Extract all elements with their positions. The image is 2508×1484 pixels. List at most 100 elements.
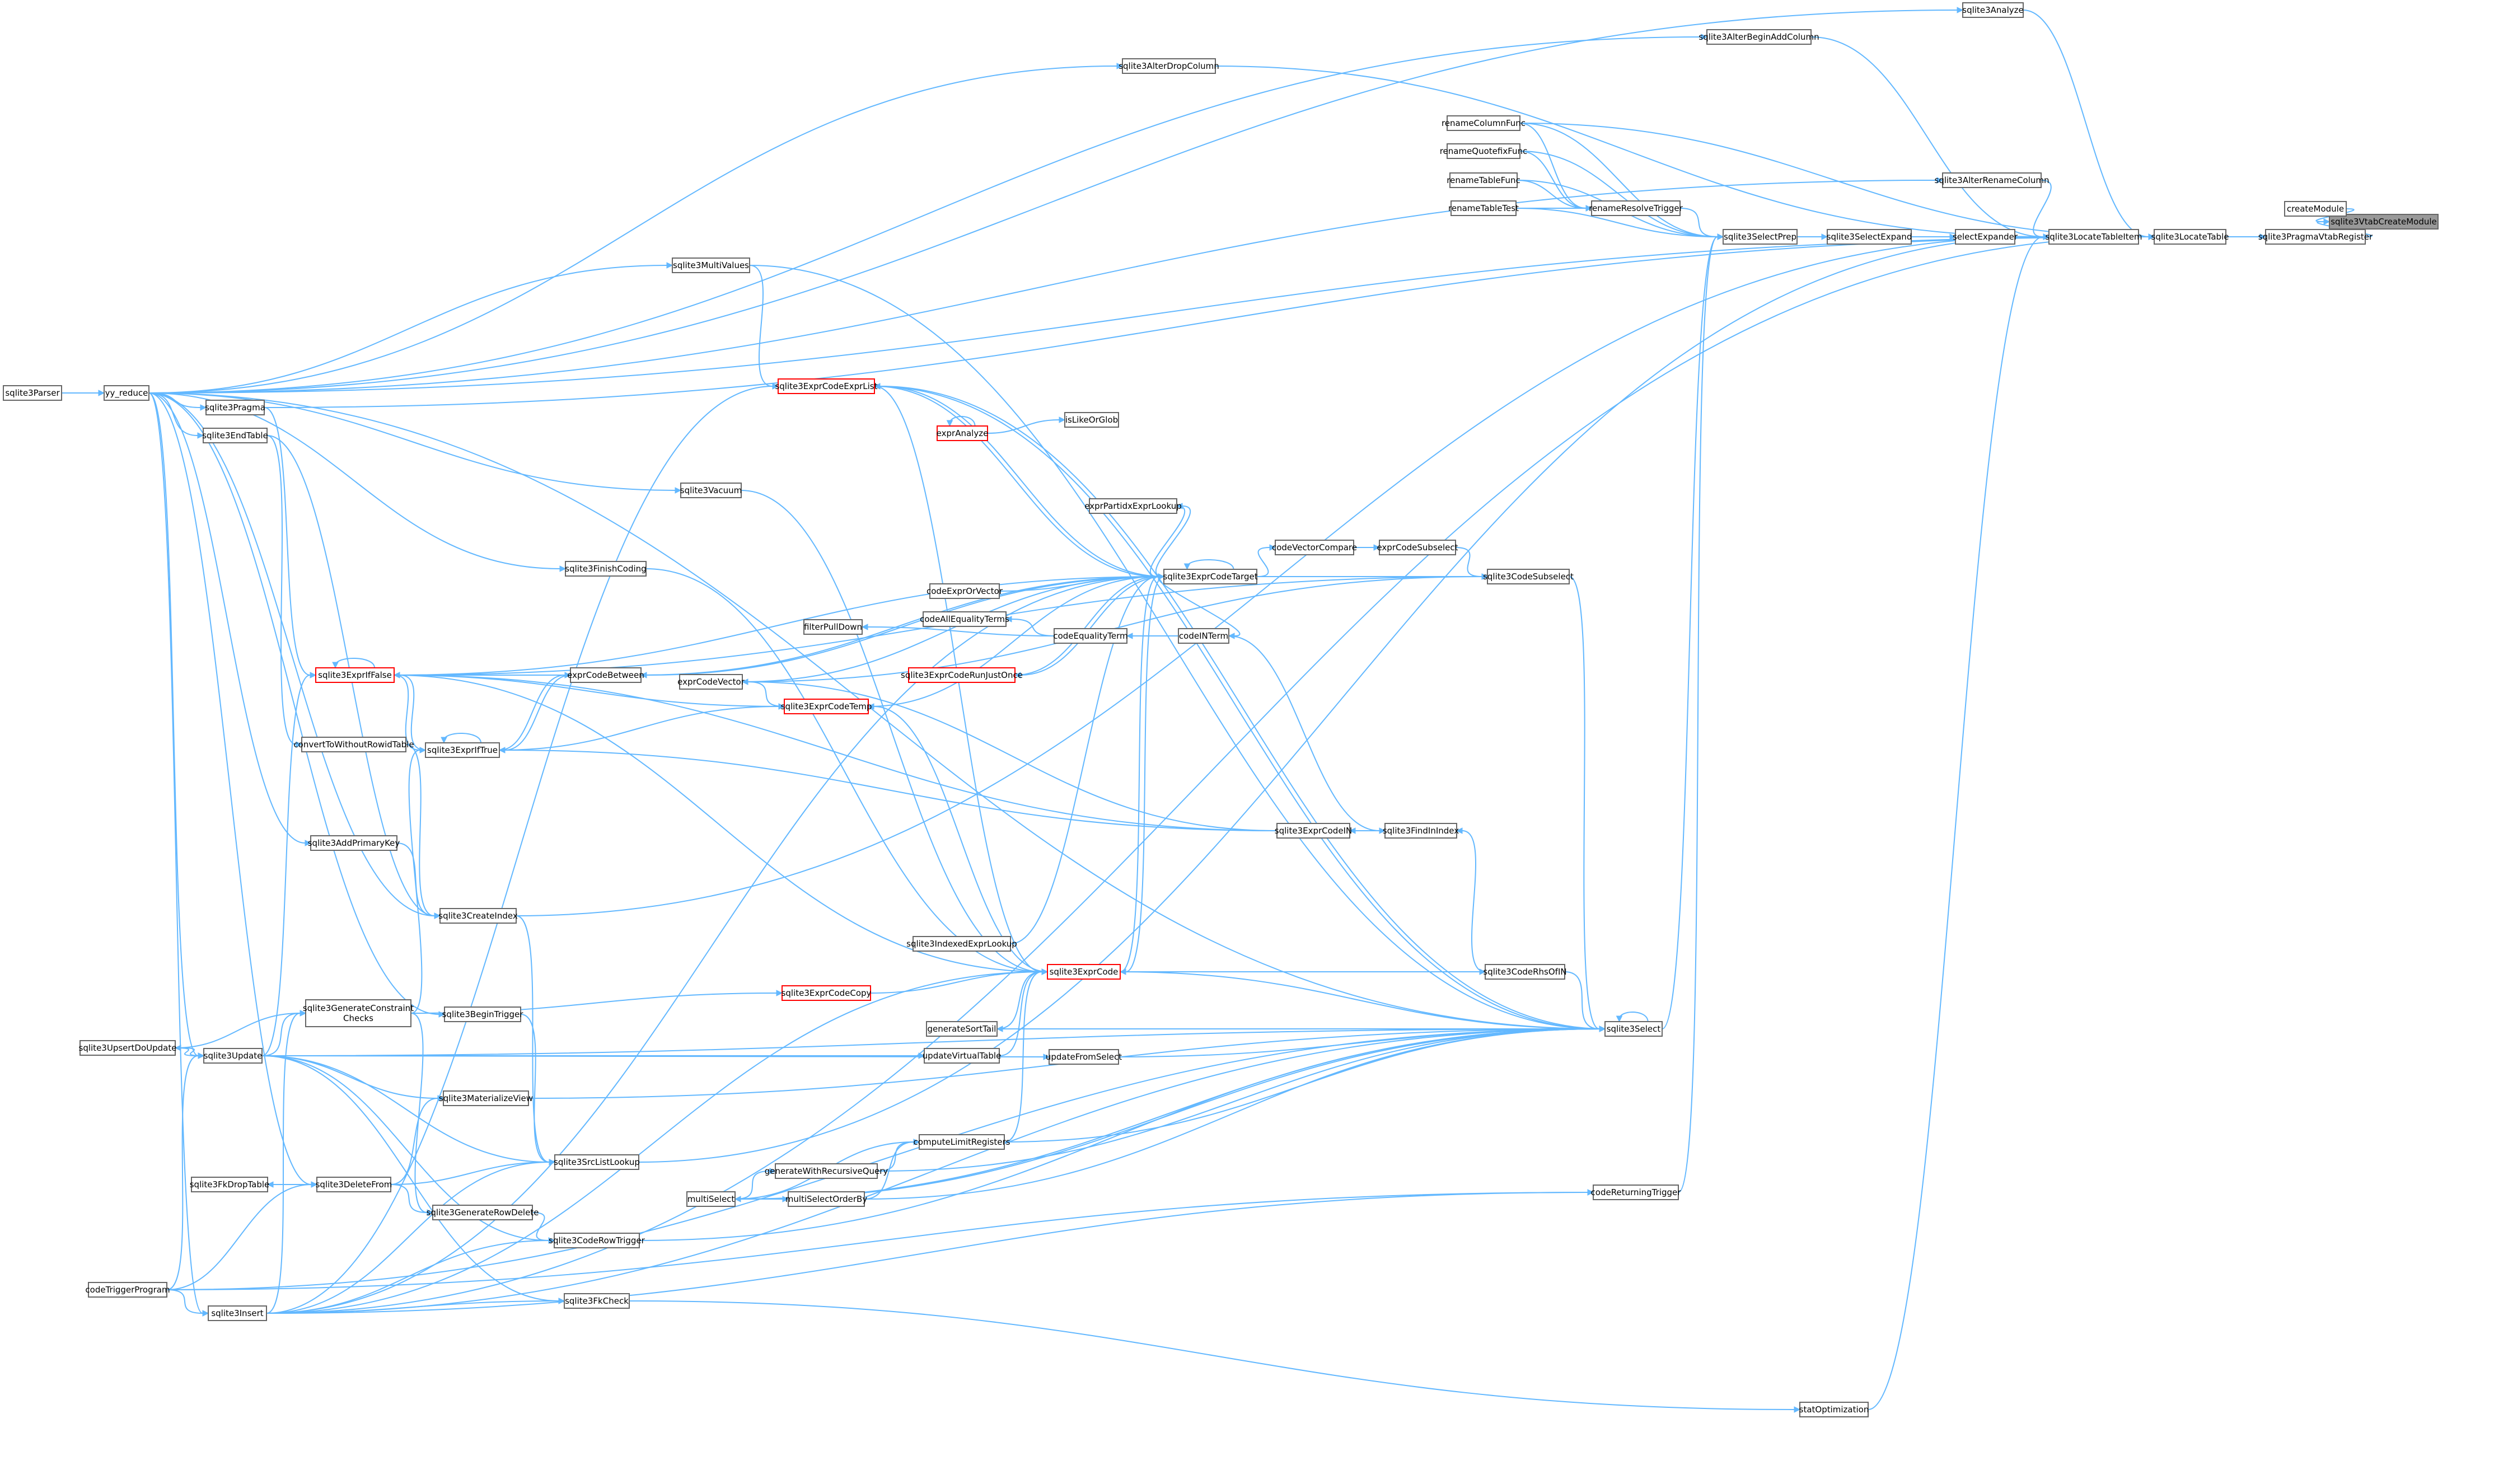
node-sqlite3BeginTrigger[interactable]: sqlite3BeginTrigger	[442, 1007, 524, 1022]
node-sqlite3ExprIfTrue[interactable]: sqlite3ExprIfTrue	[425, 742, 500, 758]
node-box[interactable]	[919, 1134, 1005, 1150]
node-box[interactable]	[443, 1090, 529, 1106]
node-box[interactable]	[439, 908, 517, 924]
node-box[interactable]	[104, 385, 149, 401]
node-sqlite3LocateTableItem[interactable]: sqlite3LocateTableItem	[2045, 229, 2142, 245]
node-box[interactable]	[1163, 569, 1257, 584]
node-box[interactable]	[301, 737, 406, 752]
node-sqlite3MaterializeView[interactable]: sqlite3MaterializeView	[439, 1090, 533, 1106]
node-yy_reduce[interactable]: yy_reduce	[104, 385, 149, 401]
node-codeTriggerProgram[interactable]: codeTriggerProgram	[85, 1282, 170, 1298]
node-box[interactable]	[782, 985, 871, 1001]
node-renameQuotefixFunc[interactable]: renameQuotefixFunc	[1440, 143, 1528, 159]
node-generateWithRecursiveQuery[interactable]: generateWithRecursiveQuery	[765, 1163, 888, 1179]
node-box[interactable]	[315, 667, 395, 683]
node-renameColumnFunc[interactable]: renameColumnFunc	[1442, 115, 1526, 131]
node-box[interactable]	[937, 425, 988, 441]
node-renameResolveTrigger[interactable]: renameResolveTrigger	[1589, 200, 1683, 216]
node-box[interactable]	[203, 428, 268, 443]
node-sqlite3EndTable[interactable]: sqlite3EndTable	[202, 428, 268, 443]
node-sqlite3AlterDropColumn[interactable]: sqlite3AlterDropColumn	[1119, 58, 1219, 74]
node-box[interactable]	[1449, 172, 1518, 188]
node-box[interactable]	[1485, 964, 1565, 980]
node-box[interactable]	[1593, 1185, 1679, 1200]
node-box[interactable]	[3, 385, 62, 401]
node-box[interactable]	[1047, 964, 1121, 980]
node-box[interactable]	[425, 742, 500, 758]
node-box[interactable]	[679, 674, 743, 690]
node-sqlite3UpsertDoUpdate[interactable]: sqlite3UpsertDoUpdate	[79, 1040, 177, 1056]
node-box[interactable]	[79, 1040, 176, 1056]
node-sqlite3AlterBeginAddColumn[interactable]: sqlite3AlterBeginAddColumn	[1698, 29, 1819, 45]
node-convertToWithoutRowidTable[interactable]: convertToWithoutRowidTable	[293, 737, 414, 752]
node-box[interactable]	[1447, 143, 1520, 159]
node-sqlite3CodeRhsOfIN[interactable]: sqlite3CodeRhsOfIN	[1483, 964, 1567, 980]
node-box[interactable]	[208, 1305, 267, 1321]
node-sqlite3CreateIndex[interactable]: sqlite3CreateIndex	[438, 908, 518, 924]
node-box[interactable]	[316, 1177, 391, 1192]
node-box[interactable]	[2265, 229, 2366, 245]
node-sqlite3Select[interactable]: sqlite3Select	[1604, 1021, 1663, 1037]
node-renameTableFunc[interactable]: renameTableFunc	[1447, 172, 1520, 188]
node-box[interactable]	[444, 1007, 521, 1022]
node-sqlite3AddPrimaryKey[interactable]: sqlite3AddPrimaryKey	[308, 835, 400, 851]
node-box[interactable]	[1591, 200, 1681, 216]
node-sqlite3CodeSubselect[interactable]: sqlite3CodeSubselect	[1483, 569, 1574, 584]
node-updateFromSelect[interactable]: updateFromSelect	[1046, 1049, 1122, 1065]
node-sqlite3DeleteFrom[interactable]: sqlite3DeleteFrom	[316, 1177, 392, 1192]
node-box[interactable]	[1955, 229, 2015, 245]
node-codeVectorCompare[interactable]: codeVectorCompare	[1272, 540, 1357, 555]
node-sqlite3ExprCodeIN[interactable]: sqlite3ExprCodeIN	[1275, 823, 1352, 839]
node-box[interactable]	[686, 1191, 736, 1207]
node-filterPullDown[interactable]: filterPullDown	[803, 619, 863, 635]
node-sqlite3LocateTable[interactable]: sqlite3LocateTable	[2151, 229, 2229, 245]
node-box[interactable]	[908, 667, 1016, 683]
node-box[interactable]	[2048, 229, 2139, 245]
node-box[interactable]	[1942, 172, 2042, 188]
node-box[interactable]	[1447, 115, 1520, 131]
node-sqlite3PragmaVtabRegister[interactable]: sqlite3PragmaVtabRegister	[2258, 229, 2373, 245]
node-sqlite3Insert[interactable]: sqlite3Insert	[208, 1305, 267, 1321]
node-sqlite3FindInIndex[interactable]: sqlite3FindInIndex	[1383, 823, 1459, 839]
node-renameTableTest[interactable]: renameTableTest	[1448, 200, 1519, 216]
node-sqlite3FinishCoding[interactable]: sqlite3FinishCoding	[565, 561, 647, 577]
node-box[interactable]	[203, 1048, 263, 1064]
node-exprCodeSubselect[interactable]: exprCodeSubselect	[1377, 540, 1458, 555]
node-box[interactable]	[1384, 823, 1457, 839]
node-sqlite3SelectExpand[interactable]: sqlite3SelectExpand	[1827, 229, 1912, 245]
node-box[interactable]	[1049, 1049, 1119, 1065]
node-sqlite3AlterRenameColumn[interactable]: sqlite3AlterRenameColumn	[1935, 172, 2050, 188]
node-box[interactable]	[88, 1282, 167, 1298]
node-box[interactable]	[913, 936, 1011, 952]
node-sqlite3ExprCodeRunJustOnce[interactable]: sqlite3ExprCodeRunJustOnce	[901, 667, 1023, 683]
node-box[interactable]	[926, 1021, 998, 1037]
node-box[interactable]	[1799, 1402, 1869, 1417]
node-createModule[interactable]: createModule	[2284, 201, 2347, 217]
node-sqlite3Analyze[interactable]: sqlite3Analyze	[1962, 2, 2024, 18]
node-box[interactable]	[1276, 823, 1350, 839]
node-sqlite3GenerateRowDelete[interactable]: sqlite3GenerateRowDelete	[427, 1205, 539, 1220]
node-box[interactable]	[565, 561, 647, 577]
node-exprCodeVector[interactable]: exprCodeVector	[677, 674, 745, 690]
node-exprPartidxExprLookup[interactable]: exprPartidxExprLookup	[1084, 498, 1182, 514]
node-box[interactable]	[788, 1191, 865, 1207]
node-box[interactable]	[778, 378, 875, 394]
node-box[interactable]	[570, 667, 642, 683]
node-codeINTerm[interactable]: codeINTerm	[1178, 628, 1229, 644]
node-sqlite3ExprCodeExprList[interactable]: sqlite3ExprCodeExprList	[775, 378, 878, 394]
node-sqlite3ExprCodeCopy[interactable]: sqlite3ExprCodeCopy	[782, 985, 872, 1001]
node-box[interactable]	[432, 1205, 533, 1220]
node-box[interactable]	[1178, 628, 1229, 644]
node-sqlite3Vacuum[interactable]: sqlite3Vacuum	[680, 483, 742, 498]
node-box[interactable]	[1723, 229, 1798, 245]
node-box[interactable]	[305, 999, 411, 1027]
node-sqlite3CodeRowTrigger[interactable]: sqlite3CodeRowTrigger	[549, 1233, 645, 1248]
node-sqlite3MultiValues[interactable]: sqlite3MultiValues	[672, 258, 750, 273]
node-sqlite3Update[interactable]: sqlite3Update	[203, 1048, 263, 1064]
node-box[interactable]	[1275, 540, 1354, 555]
node-codeExprOrVector[interactable]: codeExprOrVector	[927, 583, 1003, 599]
node-sqlite3ExprIfFalse[interactable]: sqlite3ExprIfFalse	[315, 667, 395, 683]
node-box[interactable]	[924, 1048, 1000, 1064]
node-box[interactable]	[1054, 628, 1127, 644]
node-box[interactable]	[1706, 29, 1812, 45]
